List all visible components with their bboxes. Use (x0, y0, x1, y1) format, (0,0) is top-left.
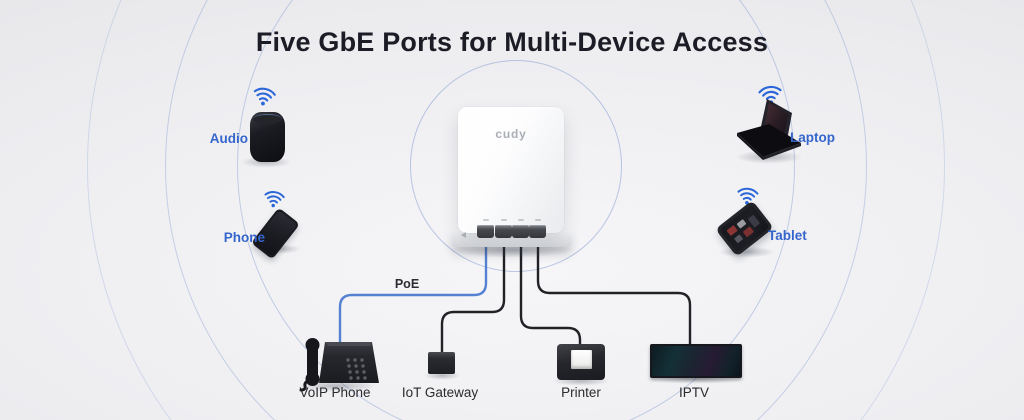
speaker-top-face (253, 114, 282, 124)
device-shadow (646, 374, 746, 384)
brand-logo: cudy (495, 127, 527, 141)
tablet-ui-tile (726, 225, 738, 237)
ethernet-cable-printer (519, 232, 582, 352)
wireless-device-label: Tablet (768, 228, 807, 243)
iot-gateway-icon (428, 352, 455, 374)
port-label-mark (535, 219, 541, 221)
ethernet-port-3 (512, 225, 529, 238)
device-shadow (551, 376, 611, 386)
wireless-device-label: Phone (223, 230, 265, 245)
wifi-icon (264, 191, 285, 208)
iptv-tv-icon (650, 344, 742, 378)
laptop-icon (737, 99, 801, 160)
wireless-device-label: Audio (209, 131, 248, 146)
page-title: Five GbE Ports for Multi-Device Access (255, 27, 769, 57)
port-label-mark (518, 219, 524, 221)
ethernet-port-1 (477, 225, 494, 238)
printer-paper (571, 350, 592, 369)
ethernet-port-2 (495, 225, 512, 238)
port-label-mark (501, 219, 507, 221)
poe-label: PoE (394, 277, 420, 291)
reset-arrow-icon (461, 232, 466, 238)
wired-device-label: IPTV (678, 385, 709, 400)
ethernet-cable-iot (440, 232, 506, 357)
device-shadow (423, 371, 461, 380)
poe-cable (338, 232, 488, 350)
port-label-mark (483, 219, 489, 221)
wifi-icon (253, 87, 276, 106)
wired-device-label: VoIP Phone (299, 385, 371, 400)
tablet-ui-tile (736, 219, 747, 229)
tablet-ui-tile (733, 234, 744, 244)
wired-device-label: Printer (561, 385, 601, 400)
iptv-screen (652, 346, 740, 376)
access-point-device: cudy (458, 107, 564, 233)
tablet-ui-tile (742, 226, 755, 238)
printer-icon (557, 344, 605, 380)
audio-speaker-icon (250, 112, 285, 162)
wireless-device-label: Laptop (790, 130, 835, 145)
ethernet-port-4 (529, 225, 546, 238)
wired-device-label: IoT Gateway (401, 385, 479, 400)
ethernet-cable-iptv (536, 232, 692, 350)
voip-phone-icon (299, 338, 379, 392)
